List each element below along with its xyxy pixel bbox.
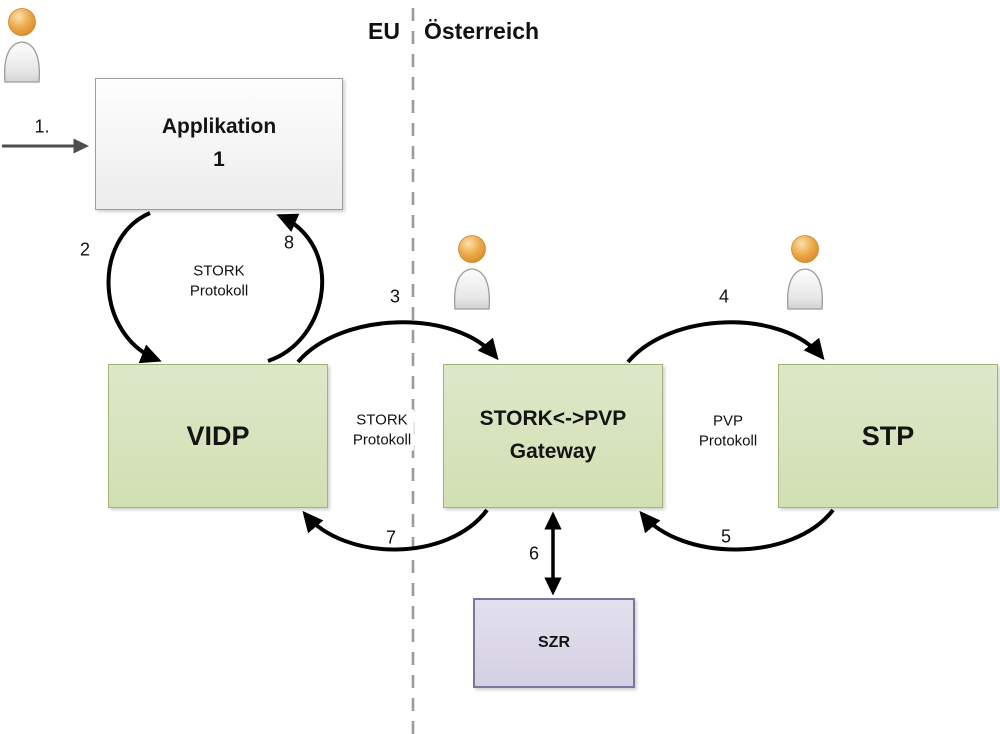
node-applikation-1-label-line2: 1 [213,148,225,171]
protocol-label-stork-upper-line1: STORK [193,262,245,280]
person-icon [786,235,824,310]
step-label-8: 8 [283,232,295,253]
step-label-4: 4 [718,286,730,307]
protocol-label-stork-upper-line2: Protokoll [189,282,249,299]
step-label-2: 2 [79,239,91,260]
node-stp-label: STP [861,420,915,451]
protocol-label-stork-middle-line2: Protokoll [352,431,412,448]
step-label-5: 5 [720,526,732,547]
arrow-step8 [267,213,325,363]
step-label-3: 3 [389,286,401,307]
node-szr: SZR [473,598,635,688]
protocol-label-stork-upper: STORK Protokoll [190,262,248,301]
protocol-label-pvp-line2: Protokoll [698,432,758,449]
node-vidp: VIDP [108,364,328,508]
step-label-7: 7 [385,527,397,548]
node-szr-label: SZR [538,634,570,651]
region-label-eu: EU [368,18,400,44]
person-icon [453,235,491,310]
arrow-step5 [639,508,835,552]
node-gateway-label-line2: Gateway [509,440,597,463]
node-gateway-label-line1: STORK<->PVP [479,407,627,431]
protocol-label-pvp-line1: PVP [712,412,744,430]
protocol-label-stork-middle: STORK Protokoll [349,409,415,451]
arrow-step2 [106,211,162,364]
node-vidp-label: VIDP [186,420,250,451]
person-icon [3,8,41,83]
arrow-step3 [296,320,499,364]
protocol-label-stork-middle-line1: STORK [356,411,408,429]
node-applikation-1: Applikation 1 [95,78,343,210]
step-label-1: 1. [34,116,50,137]
node-stork-pvp-gateway: STORK<->PVP Gateway [443,364,663,508]
arrow-step4 [626,320,825,364]
protocol-label-pvp: PVP Protokoll [699,412,757,451]
region-label-austria: Österreich [424,18,540,44]
node-stp: STP [778,364,998,508]
node-applikation-1-label-line1: Applikation [161,115,277,139]
step-label-6: 6 [528,543,540,564]
